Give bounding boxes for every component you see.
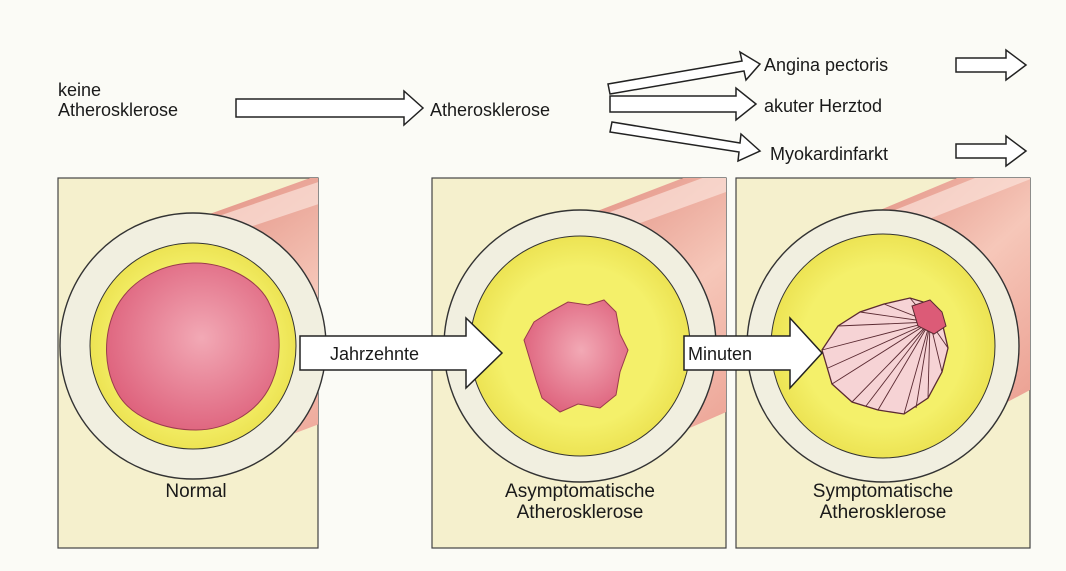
caption-asymptomatic-line2: Atherosklerose <box>517 502 644 523</box>
middle-label: Atherosklerose <box>430 100 550 120</box>
outcome-angina: Angina pectoris <box>764 55 888 75</box>
outcome-herztod: akuter Herztod <box>764 96 882 116</box>
flow-arrow-angina <box>608 52 760 94</box>
caption-symptomatic-line2: Atherosklerose <box>820 502 947 523</box>
start-label-line2: Atherosklerose <box>58 100 178 120</box>
panel-symptomatic: Symptomatische Atherosklerose <box>736 110 1066 548</box>
caption-symptomatic-line1: Symptomatische <box>813 481 953 502</box>
transition-label-jahrzehnte: Jahrzehnte <box>330 344 419 364</box>
outcome-arrow-angina <box>956 50 1026 80</box>
lumen-normal <box>107 263 280 430</box>
outcome-arrow-myokard <box>956 136 1026 166</box>
outcome-myokard: Myokardinfarkt <box>770 144 888 164</box>
transition-label-minuten: Minuten <box>688 344 752 364</box>
flow-arrow-myokard <box>610 122 760 161</box>
start-label-line1: keine <box>58 80 101 100</box>
caption-normal: Normal <box>165 481 226 502</box>
flow-arrow-herztod <box>610 88 756 120</box>
caption-asymptomatic-line1: Asymptomatische <box>505 481 655 502</box>
flow-arrow-main <box>236 91 423 125</box>
vessel-cross-section-normal <box>60 213 326 479</box>
